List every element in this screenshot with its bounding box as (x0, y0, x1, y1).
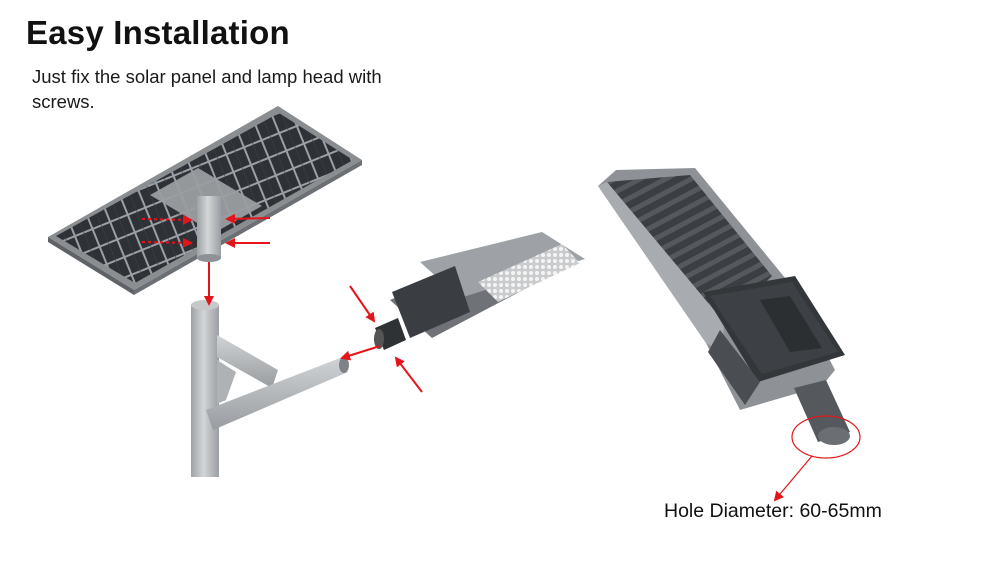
screw-arrow-lamp-bottom (394, 356, 423, 393)
page-subtitle: Just fix the solar panel and lamp head w… (32, 66, 382, 112)
light-pole (191, 196, 349, 477)
page-title: Easy Installation (26, 14, 290, 51)
screw-arrow-right-top (225, 213, 271, 224)
screw-arrow-left-bottom (141, 237, 193, 248)
lamp-head-large (598, 168, 850, 445)
screw-arrow-left-top (141, 214, 193, 225)
hole-callout-arrow (773, 455, 813, 502)
installation-arrows (141, 213, 423, 393)
lamp-head (374, 232, 585, 350)
hole-highlight-circle (791, 415, 861, 459)
screw-arrow-lamp-top (349, 285, 376, 323)
lamp-to-arm-arrow (340, 345, 381, 361)
hole-diameter-label: Hole Diameter: 60-65mm (664, 500, 882, 522)
